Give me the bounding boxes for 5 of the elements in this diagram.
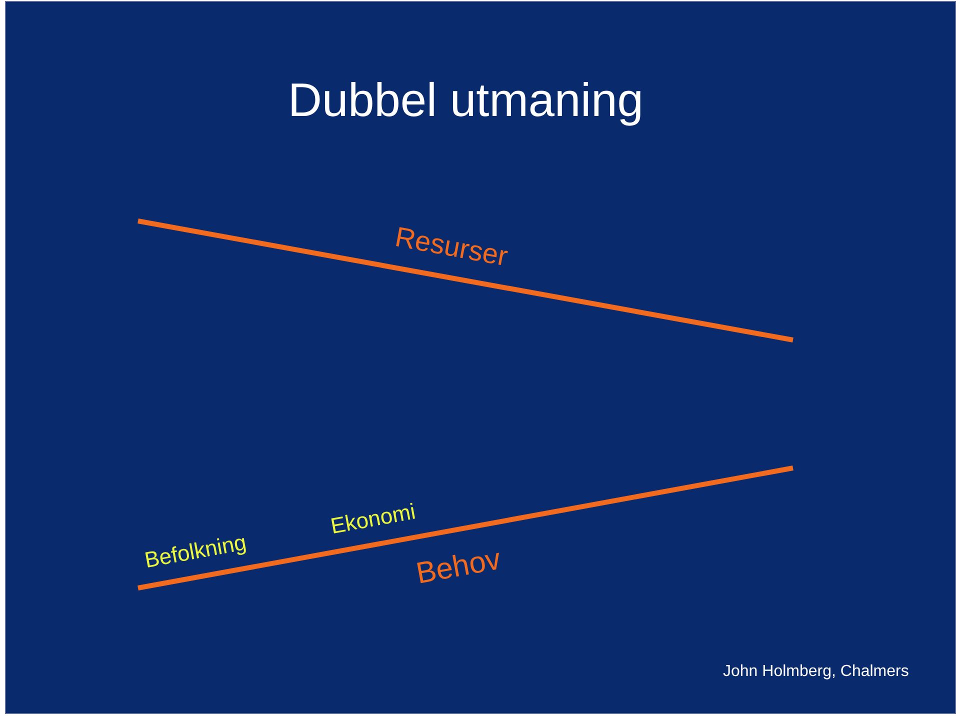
credit-text: John Holmberg, Chalmers (723, 664, 909, 680)
line-label: Ekonomi (328, 500, 417, 538)
line-label: Befolkning (142, 531, 248, 572)
line-label: Resurser (393, 223, 510, 271)
line-label: Behov (414, 544, 504, 590)
